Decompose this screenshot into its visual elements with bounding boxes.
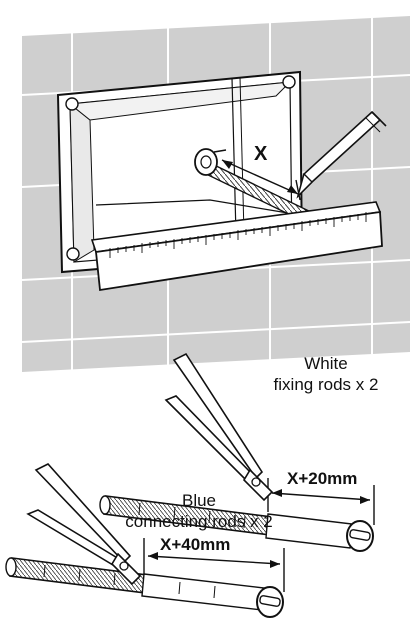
- blue-cut-length-label: X+40mm: [160, 535, 231, 554]
- ruler-ticks: [109, 212, 367, 258]
- box-inner-left-wall: [69, 102, 95, 263]
- side-cutter-icon: [26, 463, 142, 586]
- box-inner-top-wall: [68, 81, 292, 121]
- measurement-x: [221, 159, 301, 201]
- screw-hole-bottom-left: [66, 247, 80, 261]
- white-cut-length-label: X+20mm: [287, 469, 358, 488]
- blue-cut-dimension: [143, 538, 285, 592]
- ruler: [90, 201, 383, 292]
- pencil-icon: [296, 110, 387, 199]
- white-fixing-rod: [99, 495, 374, 552]
- measurement-x-label: X: [254, 143, 268, 165]
- blue-rods-title: Blue connecting rods x 2: [114, 492, 284, 530]
- screw-hole-top-left: [65, 97, 79, 111]
- white-rods-title: White fixing rods x 2: [246, 355, 406, 393]
- blue-rods-line1: Blue: [181, 491, 217, 510]
- side-cutter-icon: [164, 352, 274, 502]
- white-rods-line2: fixing rods x 2: [273, 375, 379, 394]
- ruler-face: [95, 210, 383, 292]
- blue-rods-line2: connecting rods x 2: [125, 512, 273, 531]
- white-rods-line1: White: [304, 354, 348, 373]
- screw-hole-top-right: [282, 75, 296, 89]
- blue-connecting-rod: [5, 557, 284, 618]
